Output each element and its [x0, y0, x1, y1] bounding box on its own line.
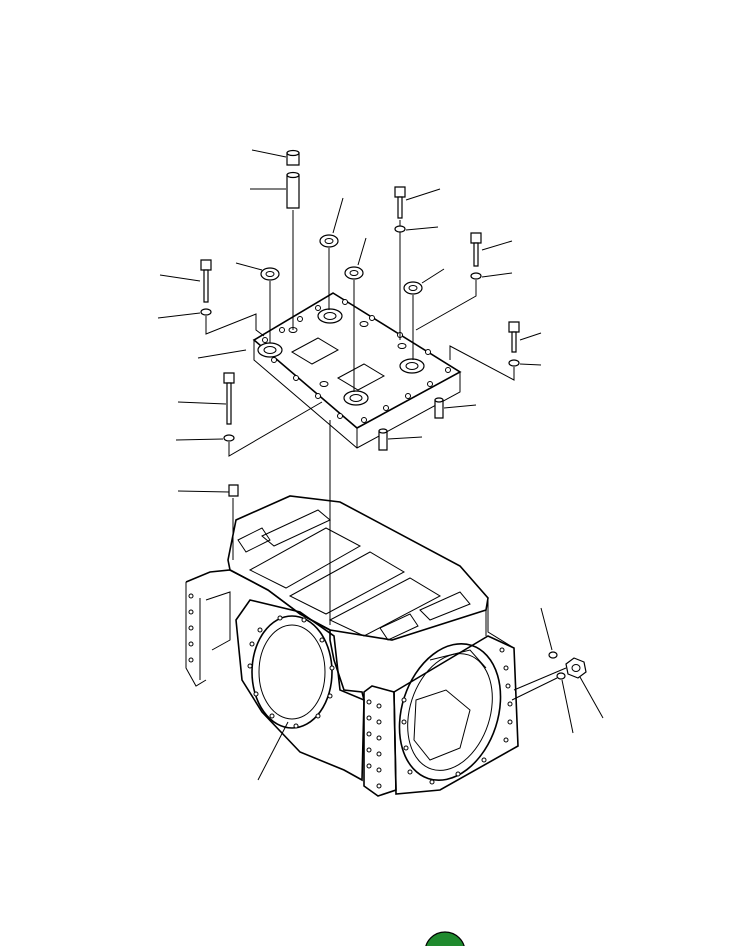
right-flange-holes — [401, 647, 513, 785]
green-circle-badge-icon — [425, 931, 465, 946]
breather-plug — [540, 607, 558, 659]
plate-bolt-holes — [262, 299, 451, 423]
bore-bolt-circle — [247, 615, 335, 729]
pin-small — [511, 672, 574, 734]
plug-left — [177, 484, 239, 560]
dowel-pin-right — [434, 397, 477, 419]
bushing-c — [344, 237, 367, 392]
center-flange-holes — [366, 699, 382, 789]
bolt-left-upper — [159, 259, 212, 303]
left-bore — [251, 615, 333, 729]
washer-right-lower — [449, 345, 542, 381]
bushing-d — [403, 268, 445, 360]
bolt-top-center — [394, 186, 441, 340]
left-flange-holes — [188, 593, 194, 663]
bushing-b — [235, 262, 280, 343]
washer-left-lower — [175, 401, 323, 457]
cap-nut-top — [251, 149, 300, 166]
label-leader-plate — [197, 349, 247, 359]
dowel-pin-upper — [250, 171, 300, 330]
transmission-housing — [185, 495, 519, 797]
bolt-right-lower — [508, 321, 542, 353]
cover-plate — [252, 292, 462, 449]
washer-left-upper — [157, 308, 265, 337]
drain-plug-nut — [513, 657, 604, 719]
long-bolt-left — [177, 372, 235, 425]
bolt-right-upper — [470, 232, 513, 267]
dowel-pin-lower — [378, 428, 423, 451]
washer-right-upper — [415, 272, 513, 331]
leader-housing — [257, 721, 289, 781]
right-bore — [398, 642, 502, 782]
bushing-a — [319, 197, 344, 310]
washer-top-center — [394, 225, 439, 233]
plate-bosses — [257, 308, 425, 406]
